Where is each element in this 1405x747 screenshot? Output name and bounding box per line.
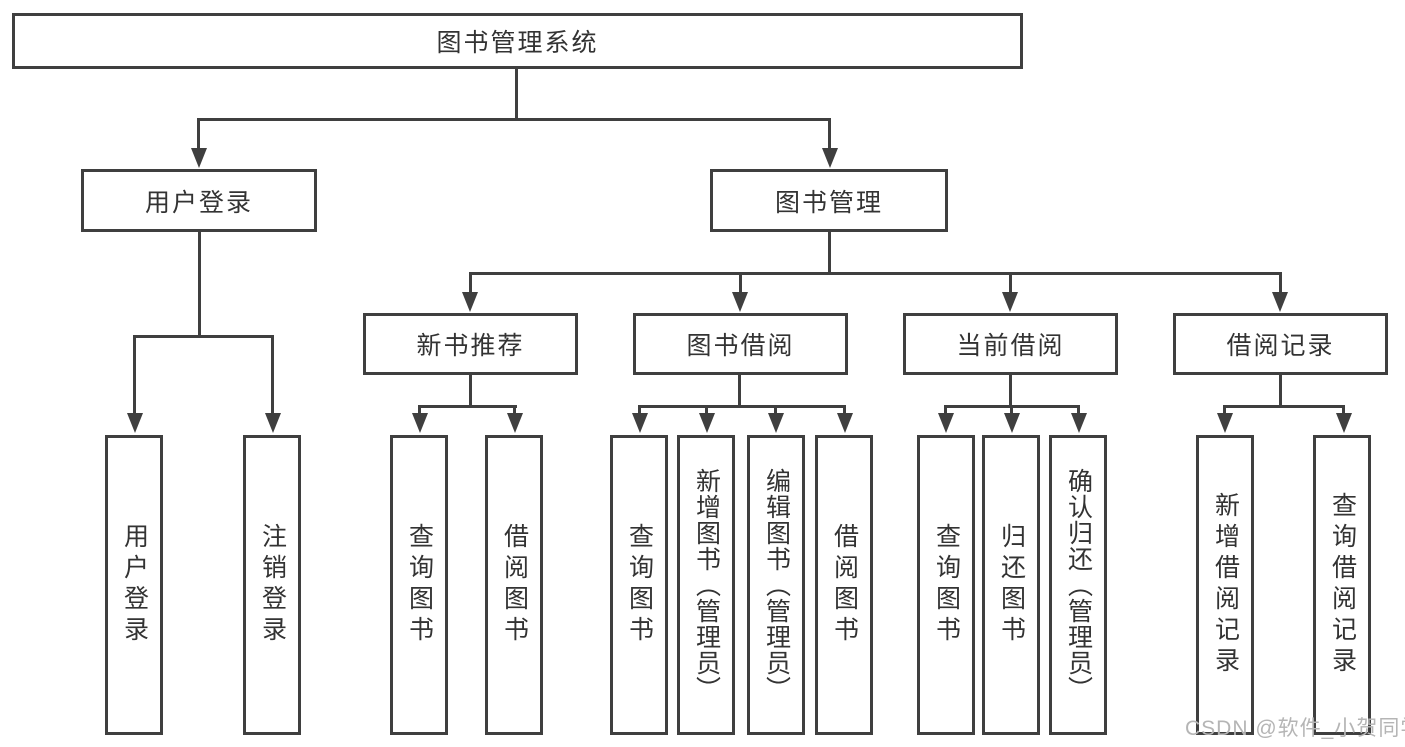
arrowhead-down-icon (1071, 413, 1087, 433)
node-label: 借阅图书 (830, 523, 859, 647)
arrowhead-down-icon (265, 413, 281, 433)
arrowhead-down-icon (1002, 292, 1018, 312)
connector-line (1279, 272, 1282, 294)
connector-line (271, 335, 274, 413)
node-query-borrow-record: 查询借阅记录 (1313, 435, 1371, 735)
node-query-books: 查询图书 (610, 435, 668, 735)
node-label: 查询图书 (405, 523, 434, 647)
arrowhead-down-icon (837, 413, 853, 433)
connector-line (1009, 272, 1012, 294)
node-return-books: 归还图书 (982, 435, 1040, 735)
node-label: 注销登录 (258, 523, 287, 647)
connector-line (198, 232, 201, 338)
node-add-books-admin: 新增图书（管理员） (677, 435, 735, 735)
node-label: 确认归还（管理员） (1064, 468, 1093, 702)
connector-line (197, 118, 200, 152)
node-borrow-records: 借阅记录 (1173, 313, 1388, 375)
node-current-borrowing: 当前借阅 (903, 313, 1118, 375)
node-label: 借阅图书 (500, 523, 529, 647)
node-label: 图书管理 (774, 188, 883, 217)
node-query-books: 查询图书 (917, 435, 975, 735)
node-edit-books-admin: 编辑图书（管理员） (747, 435, 805, 735)
node-borrow-books: 借阅图书 (485, 435, 543, 735)
connector-line (774, 405, 777, 415)
node-user-login: 用户登录 (105, 435, 163, 735)
arrowhead-down-icon (412, 413, 428, 433)
connector-line (1223, 405, 1345, 408)
arrowhead-down-icon (1272, 292, 1288, 312)
arrowhead-down-icon (1004, 413, 1020, 433)
node-add-borrow-record: 新增借阅记录 (1196, 435, 1254, 735)
node-logout: 注销登录 (243, 435, 301, 735)
connector-line (944, 405, 947, 415)
arrowhead-down-icon (768, 413, 784, 433)
connector-line (418, 405, 517, 408)
node-user-login-group: 用户登录 (81, 169, 317, 232)
connector-line (739, 272, 742, 294)
arrowhead-down-icon (127, 413, 143, 433)
connector-line (705, 405, 708, 415)
node-book-management-group: 图书管理 (710, 169, 948, 232)
arrowhead-down-icon (1217, 413, 1233, 433)
connector-line (638, 405, 846, 408)
node-system-root: 图书管理系统 (12, 13, 1023, 69)
arrowhead-down-icon (822, 148, 838, 168)
node-label: 查询图书 (932, 523, 961, 647)
arrowhead-down-icon (462, 292, 478, 312)
connector-line (418, 405, 421, 415)
arrowhead-down-icon (938, 413, 954, 433)
connector-line (133, 335, 136, 413)
node-label: 归还图书 (997, 523, 1026, 647)
connector-line (1009, 375, 1012, 407)
node-label: 用户登录 (120, 523, 149, 647)
node-borrow-books: 借阅图书 (815, 435, 873, 735)
connector-line (469, 272, 1282, 275)
arrowhead-down-icon (507, 413, 523, 433)
node-label: 编辑图书（管理员） (762, 468, 791, 702)
node-label: 查询借阅记录 (1328, 492, 1357, 678)
node-label: 新书推荐 (416, 332, 525, 360)
connector-line (1342, 405, 1345, 415)
node-label: 新增图书（管理员） (692, 468, 721, 702)
node-label: 当前借阅 (956, 332, 1065, 360)
connector-line (1077, 405, 1080, 415)
connector-line (638, 405, 641, 415)
arrowhead-down-icon (732, 292, 748, 312)
node-new-book-recommend: 新书推荐 (363, 313, 578, 375)
node-label: 借阅记录 (1226, 332, 1335, 360)
connector-line (1279, 375, 1282, 407)
connector-line (469, 272, 472, 294)
node-label: 查询图书 (625, 523, 654, 647)
connector-line (469, 375, 472, 407)
node-book-borrowing: 图书借阅 (633, 313, 848, 375)
connector-line (197, 118, 831, 121)
connector-line (515, 69, 518, 120)
connector-line (828, 118, 831, 152)
connector-line (133, 335, 274, 338)
node-label: 图书管理系统 (436, 29, 599, 57)
connector-line (1223, 405, 1226, 415)
arrowhead-down-icon (191, 148, 207, 168)
connector-line (828, 232, 831, 275)
connector-line (513, 405, 516, 415)
connector-line (738, 375, 741, 407)
arrowhead-down-icon (699, 413, 715, 433)
arrowhead-down-icon (632, 413, 648, 433)
arrowhead-down-icon (1336, 413, 1352, 433)
node-confirm-return-admin: 确认归还（管理员） (1049, 435, 1107, 735)
csdn-watermark: CSDN @软件_小贺同学 (1185, 717, 1405, 740)
node-query-books: 查询图书 (390, 435, 448, 735)
node-label: 图书借阅 (686, 332, 795, 360)
node-label: 新增借阅记录 (1211, 492, 1240, 678)
connector-line (843, 405, 846, 415)
node-label: 用户登录 (144, 188, 253, 217)
connector-line (1010, 405, 1013, 415)
